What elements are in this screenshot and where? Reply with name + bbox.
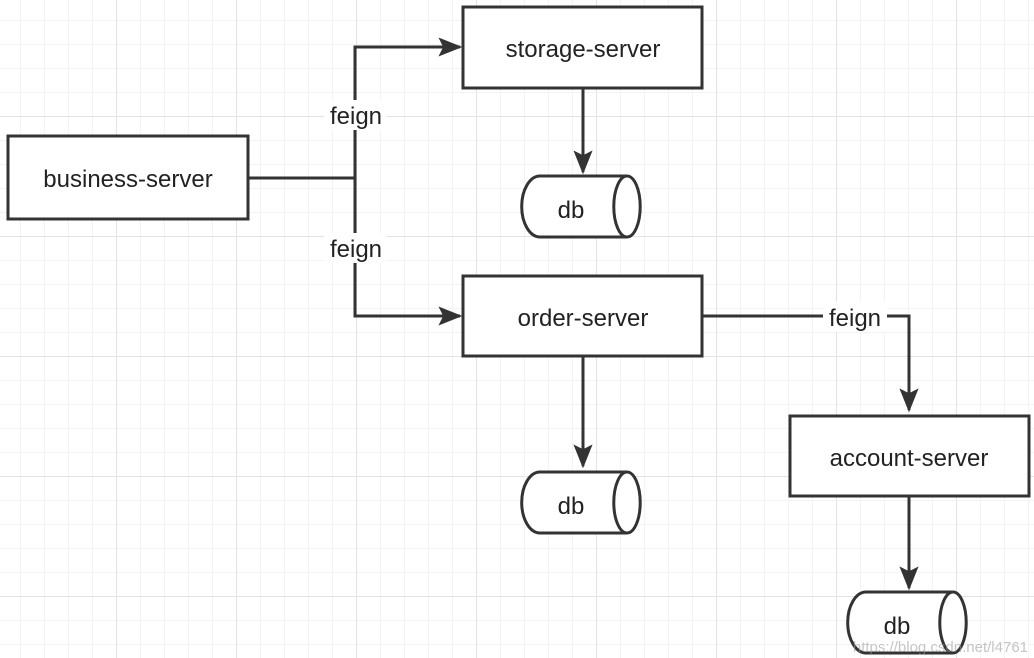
watermark-text: https://blog.csdn.net/l4761 — [852, 639, 1028, 656]
node-box — [461, 5, 704, 90]
node-account-server[interactable]: account-server — [788, 414, 1031, 498]
edge-label-order-account: feign — [829, 305, 881, 332]
node-box — [6, 134, 250, 221]
db-label: db — [884, 613, 911, 640]
edge-label-business-order: feign — [330, 236, 382, 263]
db-order[interactable]: db — [520, 470, 642, 535]
node-box — [788, 414, 1031, 498]
db-storage[interactable]: db — [520, 174, 642, 239]
edge-label-bg — [324, 100, 386, 130]
edge-label-business-storage: feign — [330, 103, 382, 130]
node-label: storage-server — [506, 36, 661, 63]
edge-business-to-order — [353, 178, 463, 326]
node-storage-server[interactable]: storage-server — [461, 5, 704, 90]
edge-label-bg — [324, 233, 386, 263]
node-label: business-server — [43, 166, 212, 193]
node-business-server[interactable]: business-server — [6, 134, 250, 221]
node-box — [461, 274, 704, 358]
db-label: db — [558, 493, 585, 520]
db-account[interactable]: db — [846, 590, 968, 655]
db-cylinder-edge — [938, 590, 954, 655]
edge-order-to-account — [703, 314, 919, 413]
edge-label-bg — [823, 302, 887, 332]
db-cylinder-edge — [612, 470, 628, 535]
node-label: order-server — [518, 305, 649, 332]
db-cylinder-edge — [612, 174, 628, 239]
db-label: db — [558, 197, 585, 224]
node-label: account-server — [830, 445, 989, 472]
node-order-server[interactable]: order-server — [461, 274, 704, 358]
edge-business-to-storage — [353, 37, 463, 178]
